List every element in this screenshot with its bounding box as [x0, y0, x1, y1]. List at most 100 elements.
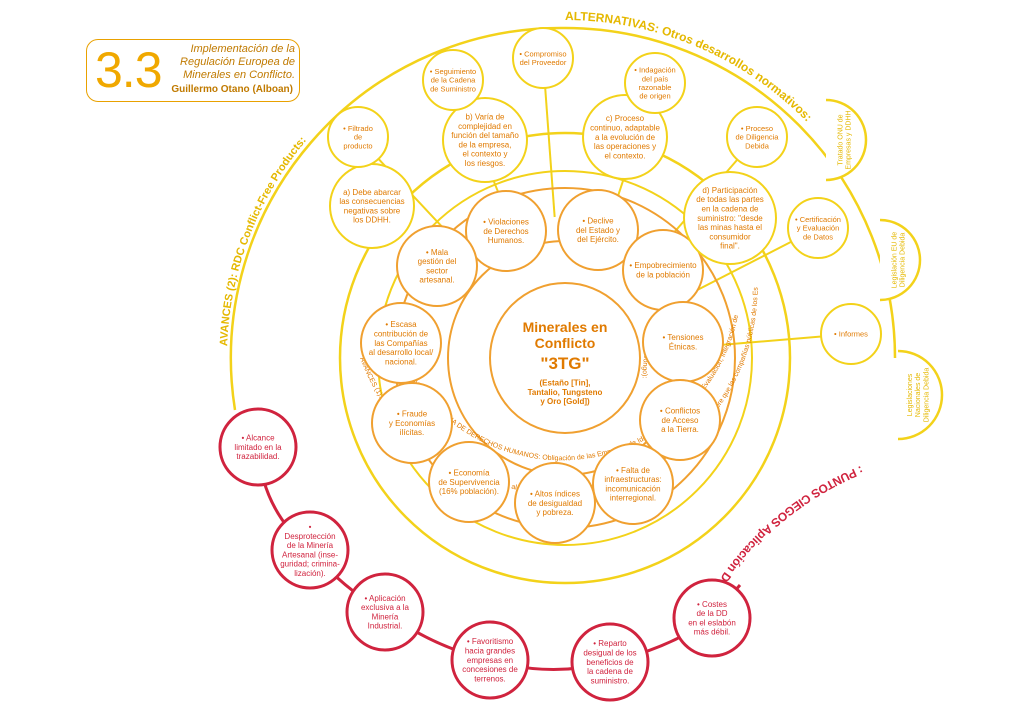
alternativa-node-circle	[512, 27, 574, 89]
alternativa-node-circle	[726, 106, 788, 168]
punto-ciego-node-circle	[570, 622, 650, 702]
factor-node-circle	[371, 382, 453, 464]
factor-node-circle	[428, 441, 510, 523]
principio-node-circle	[683, 171, 777, 265]
outer-yellow-ring	[338, 131, 792, 585]
center-tag: "3TG"	[540, 354, 589, 373]
side-semicircle: Legislación EU deDiligencia Debida	[879, 218, 922, 302]
side-semicircle-label: Tratado ONU deEmpresas y DDHH	[837, 110, 852, 169]
factor-node-circle	[514, 462, 596, 544]
page-title: Implementación de la Regulación Europea …	[180, 43, 295, 81]
side-semicircle: Tratado ONU deEmpresas y DDHH	[825, 98, 868, 182]
factor-node-circle	[465, 190, 547, 272]
author: Guillermo Otano (Alboan)	[171, 84, 293, 95]
factor-node-circle	[360, 302, 442, 384]
side-semicircle-shape	[897, 349, 944, 441]
alternativa-node-circle	[624, 52, 686, 114]
punto-ciego-node-circle	[218, 407, 298, 487]
section-number: 3.3	[95, 42, 163, 98]
factor-node-circle	[396, 225, 478, 307]
principio-node-circle	[582, 94, 668, 180]
side-semicircle-shape	[825, 98, 868, 182]
alternativa-node-circle	[327, 106, 389, 168]
alternativa-node-circle	[422, 49, 484, 111]
alternativa-node: • Informes	[820, 303, 882, 365]
factor-node-circle	[639, 379, 721, 461]
side-semicircle: LegislacionesNacionales deDiligencia Deb…	[897, 349, 944, 441]
alternativa-node-label: • Informes	[834, 330, 868, 339]
center-circle	[489, 282, 641, 434]
factor-node-circle	[592, 443, 674, 525]
alternativa-node-circle	[787, 197, 849, 259]
punto-ciego-node-circle	[345, 572, 425, 652]
side-semicircle-shape	[879, 218, 922, 302]
factor-node-circle	[557, 189, 639, 271]
principio-node-circle	[442, 97, 528, 183]
side-semicircle-label: Legislación EU deDiligencia Debida	[891, 232, 906, 289]
alternativa-node-circle	[820, 303, 882, 365]
punto-ciego-node-circle	[450, 620, 530, 700]
title-box: 3.3 Implementación de la Regulación Euro…	[86, 39, 300, 102]
punto-ciego-node-circle	[672, 578, 752, 658]
side-semicircle-label: LegislacionesNacionales deDiligencia Deb…	[907, 368, 930, 423]
avances2-label: AVANCES (2): RDC Conflict-Free Products:	[218, 134, 309, 346]
punto-ciego-node-circle	[270, 510, 350, 590]
alternativas-arc	[229, 26, 897, 411]
